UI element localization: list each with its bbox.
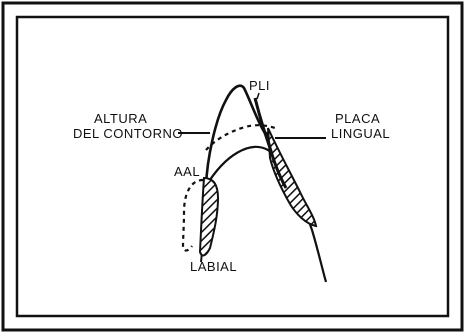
label-aal: AAL	[174, 164, 200, 179]
label-altura-line2: DEL CONTORNO	[73, 126, 183, 141]
label-altura-line1: ALTURA	[94, 111, 147, 126]
labial-plaque	[200, 178, 218, 255]
label-placa-line2: LINGUAL	[331, 126, 390, 141]
lingual-plaque	[268, 128, 316, 226]
label-placa-line1: PLACA	[335, 111, 380, 126]
label-pli: PLI	[249, 78, 270, 93]
label-labial: LABIAL	[190, 259, 237, 274]
pli-leader-line	[257, 93, 259, 99]
outer-frame	[3, 3, 462, 330]
